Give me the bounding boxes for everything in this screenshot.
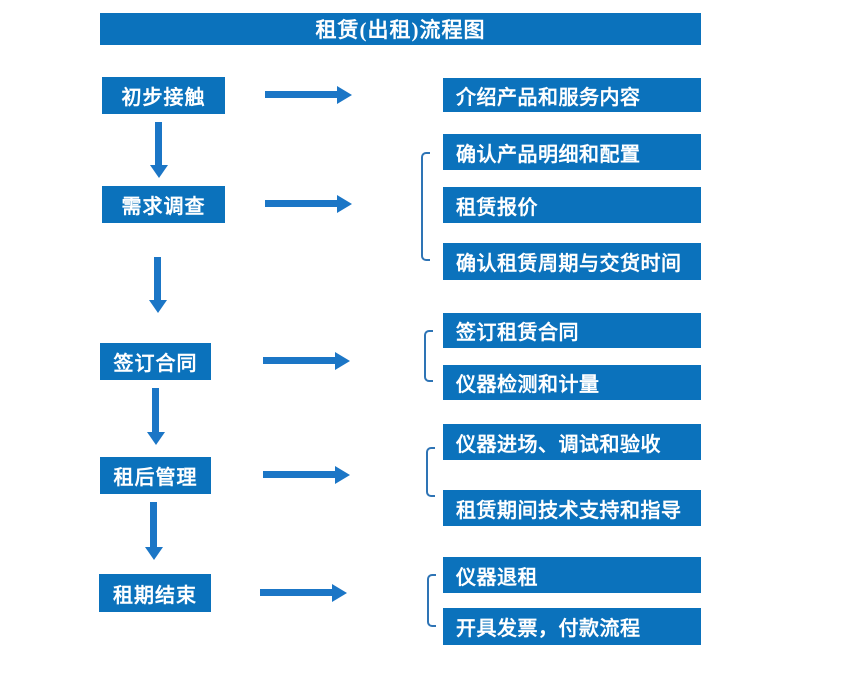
down-arrow-icon: [146, 388, 165, 445]
step-box-sign-contract: 签订合同: [100, 343, 211, 380]
detail-box-technical-support: 租赁期间技术支持和指导: [443, 490, 701, 526]
step-box-post-rental-management: 租后管理: [100, 457, 211, 494]
right-arrow-icon: [260, 583, 347, 602]
down-arrow-icon: [148, 257, 167, 313]
detail-box-confirm-product-config: 确认产品明细和配置: [443, 134, 701, 170]
detail-box-introduce-products: 介绍产品和服务内容: [443, 78, 701, 112]
group-bracket: [424, 330, 433, 382]
right-arrow-icon: [263, 465, 350, 484]
right-arrow-icon: [263, 351, 350, 370]
group-bracket: [426, 447, 435, 497]
detail-box-invoice-payment: 开具发票，付款流程: [443, 608, 701, 645]
detail-box-instrument-testing: 仪器检测和计量: [443, 365, 701, 400]
down-arrow-icon: [144, 502, 163, 560]
detail-box-instrument-setup-acceptance: 仪器进场、调试和验收: [443, 424, 701, 460]
step-box-initial-contact: 初步接触: [102, 77, 225, 114]
step-box-rental-end: 租期结束: [99, 574, 211, 612]
detail-box-instrument-return: 仪器退租: [443, 557, 701, 593]
right-arrow-icon: [265, 85, 352, 104]
detail-box-sign-rental-contract: 签订租赁合同: [443, 313, 701, 348]
down-arrow-icon: [149, 122, 168, 178]
group-bracket: [427, 574, 436, 627]
right-arrow-icon: [265, 194, 352, 213]
group-bracket: [421, 152, 430, 261]
detail-box-confirm-period-delivery: 确认租赁周期与交货时间: [443, 243, 701, 280]
step-box-demand-survey: 需求调查: [102, 186, 225, 223]
detail-box-rental-quote: 租赁报价: [443, 187, 701, 223]
flowchart-title: 租赁(出租)流程图: [100, 13, 701, 45]
